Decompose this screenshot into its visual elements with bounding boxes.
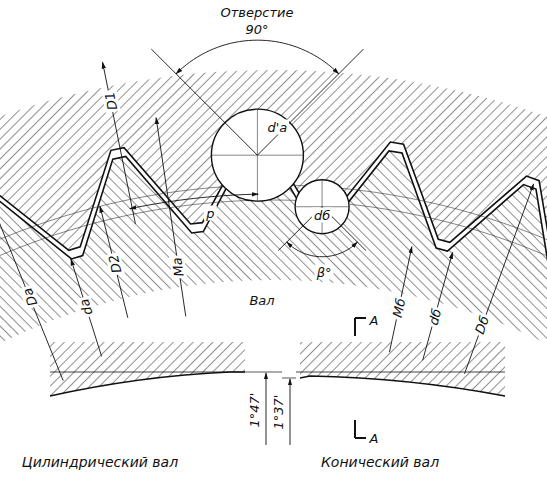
angle-value: 1°47' bbox=[247, 391, 262, 430]
dimension-label: da bbox=[76, 295, 96, 319]
section-mark bbox=[355, 420, 366, 438]
heading: Отверстие bbox=[219, 5, 296, 20]
dimension-line bbox=[100, 206, 128, 318]
dimension-label: d'a bbox=[265, 120, 289, 135]
pitch-dimension bbox=[130, 194, 258, 209]
dimension-line bbox=[156, 118, 186, 317]
angle-value: 1°37' bbox=[271, 393, 286, 432]
dimension-label: p bbox=[204, 205, 216, 220]
angle-arc bbox=[287, 242, 358, 257]
dimension-line bbox=[290, 379, 291, 445]
thread-section bbox=[0, 40, 547, 452]
angle-arc bbox=[176, 40, 339, 74]
dimension-label: D1 bbox=[101, 89, 120, 114]
hatch-region bbox=[50, 342, 245, 396]
dimension-label: Mб bbox=[389, 295, 409, 321]
section-mark bbox=[355, 318, 366, 336]
dimension-label: dб bbox=[425, 305, 445, 329]
hatch-region bbox=[300, 342, 505, 396]
axis-line bbox=[296, 372, 505, 373]
dimension-label: D2 bbox=[105, 252, 125, 277]
dimension-label: Ma bbox=[169, 254, 187, 279]
dimension-label: Dб bbox=[471, 312, 493, 338]
view-caption: Цилиндрический вал bbox=[20, 454, 180, 470]
section-letter: A bbox=[368, 313, 381, 328]
section-letter: A bbox=[368, 431, 381, 446]
angle-value: β° bbox=[315, 264, 334, 279]
angle-leg bbox=[151, 49, 257, 155]
shaft-views bbox=[50, 318, 505, 445]
angle-value: 90° bbox=[243, 22, 270, 37]
axis-line bbox=[50, 372, 245, 373]
dimension-line bbox=[266, 373, 267, 445]
dimension-line bbox=[71, 259, 102, 356]
part-name: Вал bbox=[247, 293, 276, 308]
cylindrical-shaft-profile bbox=[50, 372, 245, 396]
dimension-line bbox=[103, 62, 136, 224]
extension-line bbox=[245, 372, 296, 378]
angle-leg bbox=[257, 49, 363, 155]
view-caption: Конический вал bbox=[319, 454, 441, 470]
conical-shaft-profile bbox=[300, 376, 505, 396]
dimension-line bbox=[389, 247, 411, 353]
dimension-label: Da bbox=[18, 284, 40, 310]
dimension-label: dб bbox=[312, 207, 332, 222]
